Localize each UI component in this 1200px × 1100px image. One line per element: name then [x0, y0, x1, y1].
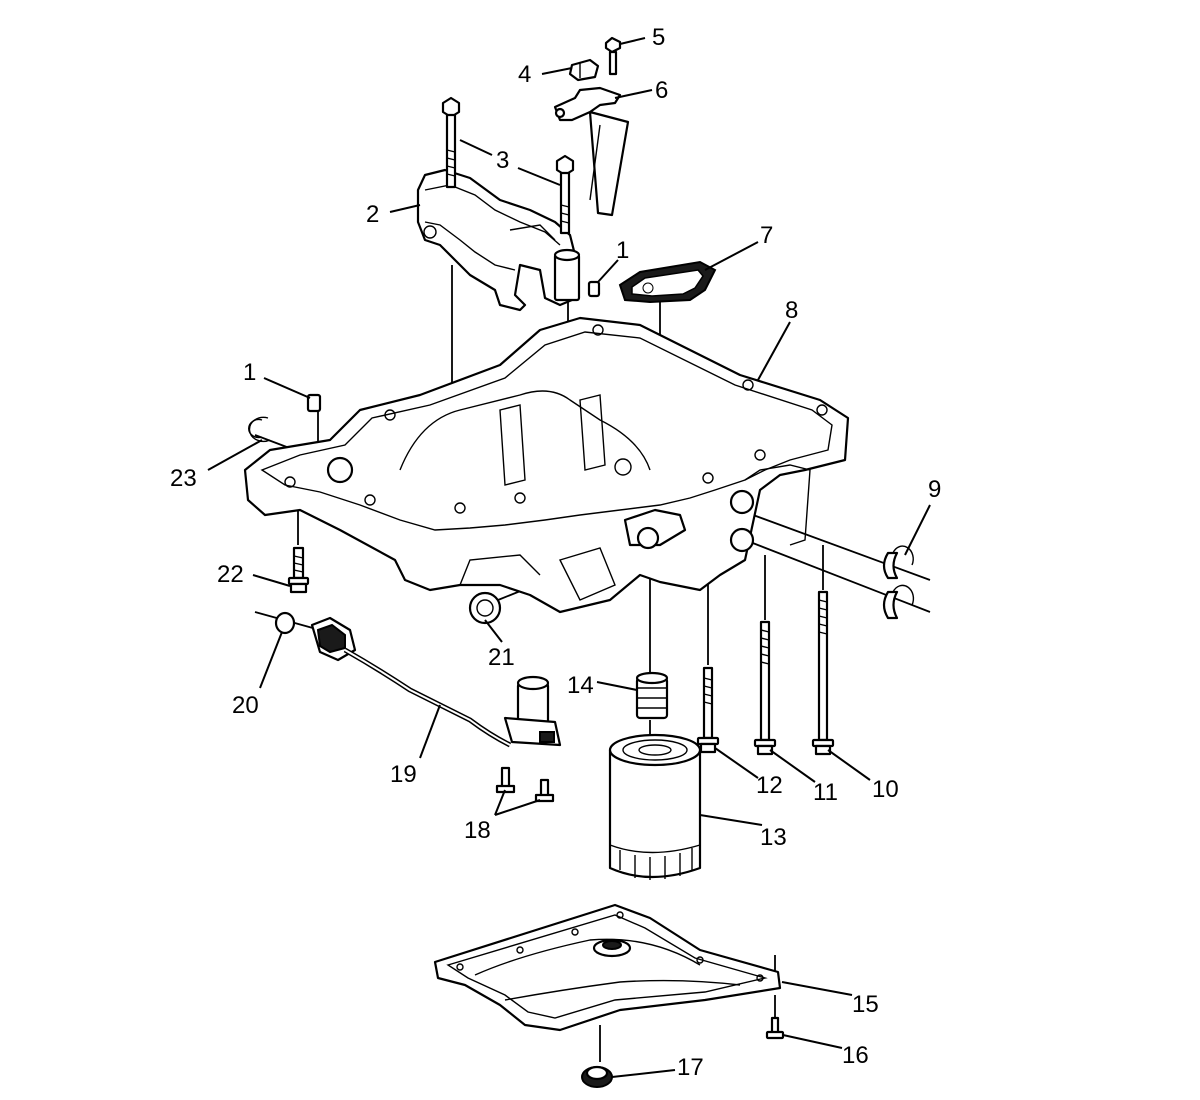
- leader-lines: [207, 37, 931, 1078]
- callout-14: 14: [567, 672, 594, 699]
- snap-ring-23: [248, 416, 271, 443]
- callout-2: 2: [366, 201, 379, 228]
- oil-cooler-gasket: [618, 260, 717, 304]
- bracket-bolts-3: [441, 96, 575, 235]
- bolt-22: [287, 546, 310, 594]
- seals-9: [882, 545, 915, 620]
- callout-12: 12: [756, 772, 783, 799]
- bracket-part-2: [416, 168, 581, 312]
- callout-9: 9: [928, 476, 941, 503]
- callout-22: 22: [217, 561, 244, 588]
- oil-filter-13: [608, 733, 702, 880]
- callout-7: 7: [760, 222, 773, 249]
- dipstick-tube: [553, 36, 630, 217]
- callout-1-top: 1: [616, 237, 629, 264]
- callout-13: 13: [760, 824, 787, 851]
- callout-19: 19: [390, 761, 417, 788]
- filter-adapter-14: [635, 671, 669, 720]
- plug-21: [468, 591, 502, 625]
- callout-3: 3: [496, 147, 509, 174]
- pan-bolts-10-11-12: [696, 590, 835, 756]
- callout-labels: 1 1 2 3 4 5 6 7 8 9 10 11 12 13 14 15 16…: [170, 24, 941, 1081]
- callout-16: 16: [842, 1042, 869, 1069]
- upper-oil-pan: [243, 316, 850, 614]
- callout-4: 4: [518, 61, 531, 88]
- callout-5: 5: [652, 24, 665, 51]
- bolt-16: [765, 1016, 785, 1040]
- callout-6: 6: [655, 77, 668, 104]
- o-ring-20: [274, 611, 296, 635]
- callout-8: 8: [785, 297, 798, 324]
- callout-18: 18: [464, 817, 491, 844]
- lower-oil-pan: [433, 903, 782, 1032]
- callout-23: 23: [170, 465, 197, 492]
- callout-21: 21: [488, 644, 515, 671]
- callout-11: 11: [813, 779, 838, 806]
- callout-15: 15: [852, 991, 879, 1018]
- oil-pump-solenoid: [495, 675, 562, 803]
- drain-plug-17: [581, 1065, 613, 1088]
- callout-20: 20: [232, 692, 259, 719]
- callout-10: 10: [872, 776, 899, 803]
- sensor-harness-19: [310, 616, 512, 748]
- callout-1-left: 1: [243, 359, 256, 386]
- dowel-pins-1: [306, 280, 601, 413]
- callout-17: 17: [677, 1054, 704, 1081]
